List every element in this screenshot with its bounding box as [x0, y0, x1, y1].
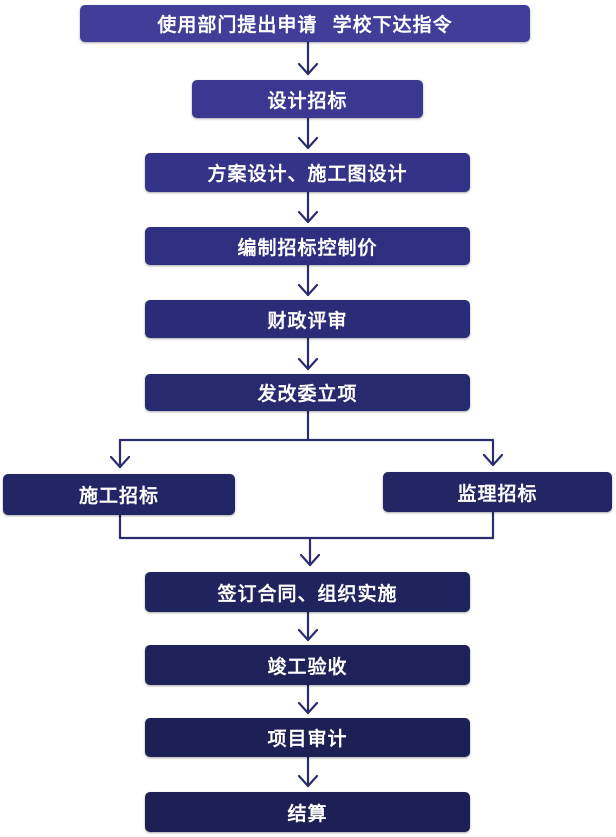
step-label: 方案设计、施工图设计 — [207, 163, 408, 185]
step-label: 结算 — [287, 802, 328, 825]
arrowhead-icon — [109, 455, 131, 469]
arrowhead-icon — [297, 283, 319, 297]
step-label: 施工招标 — [78, 485, 159, 507]
step-supervision-bidding: 监理招标 — [383, 472, 612, 512]
step-completion-acceptance: 竣工验收 — [145, 645, 470, 685]
step-label: 财政评审 — [267, 309, 348, 332]
arrowhead-icon — [297, 136, 319, 150]
step-label: 设计招标 — [267, 89, 348, 112]
arrowhead-icon — [297, 628, 319, 642]
step-project-audit: 项目审计 — [145, 718, 470, 757]
step-label: 竣工验收 — [267, 655, 348, 678]
step-label: 项目审计 — [267, 728, 348, 750]
step-label: 签订合同、组织实施 — [217, 582, 398, 605]
arrowhead-icon — [297, 701, 319, 715]
arrowhead-icon — [297, 62, 319, 76]
arrowhead-icon — [297, 774, 319, 788]
step-project-approval: 发改委立项 — [145, 374, 470, 411]
arrowhead-icon — [482, 453, 504, 467]
step-submit-application: 使用部门提出申请 学校下达指令 — [80, 5, 530, 42]
arrowhead-icon — [297, 357, 319, 371]
step-label: 编制招标控制价 — [237, 236, 378, 259]
step-construction-bidding: 施工招标 — [3, 474, 235, 515]
step-settlement: 结算 — [145, 792, 470, 832]
step-scheme-design: 方案设计、施工图设计 — [145, 153, 470, 192]
step-label: 监理招标 — [457, 482, 538, 505]
arrowhead-icon — [299, 553, 321, 567]
step-financial-review: 财政评审 — [145, 300, 470, 338]
step-sign-contract: 签订合同、组织实施 — [145, 572, 470, 612]
step-design-bidding: 设计招标 — [192, 80, 423, 118]
step-bid-control-price: 编制招标控制价 — [145, 227, 470, 265]
arrowhead-icon — [297, 210, 319, 224]
step-label: 发改委立项 — [257, 383, 358, 405]
step-label: 使用部门提出申请 学校下达指令 — [157, 14, 453, 36]
